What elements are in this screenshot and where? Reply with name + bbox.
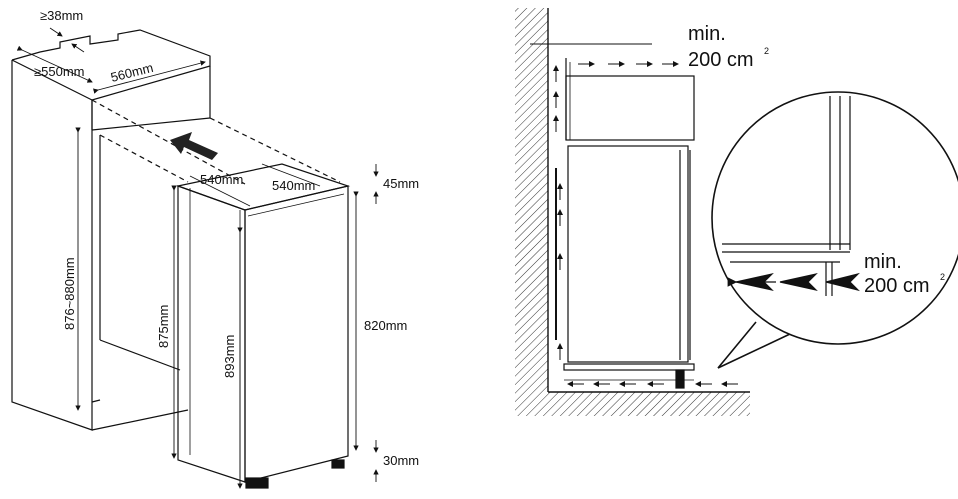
dim-side-820: 820mm	[364, 318, 407, 333]
niche-cabinet	[11, 29, 341, 431]
dim-inner-875: 875mm	[156, 305, 171, 348]
vent-top-label-min: min.	[688, 23, 726, 45]
vent-bottom-label-area: 200 cm	[864, 275, 930, 297]
dim-height-876-880: 876~880mm	[62, 257, 77, 330]
insert-arrow-icon	[170, 132, 218, 160]
vent-top-label-area: 200 cm	[688, 49, 754, 71]
dim-cabinet-540-a: 540mm	[200, 172, 243, 187]
dim-cabinet-540-b: 540mm	[272, 178, 315, 193]
dim-depth-550: ≥550mm	[34, 64, 84, 79]
dim-gap-38: ≥38mm	[40, 8, 83, 23]
appliance-body	[175, 163, 351, 489]
dim-door-893: 893mm	[222, 335, 237, 378]
vent-top-unit-sup: 2	[764, 46, 769, 56]
dim-top-45: 45mm	[383, 176, 419, 191]
side-view-appliance	[555, 58, 695, 389]
vent-bottom-label-min: min.	[864, 251, 902, 273]
wall-hatch	[515, 8, 750, 416]
airflow-arrows	[530, 43, 738, 387]
detail-content	[722, 96, 860, 296]
dim-bottom-30: 30mm	[383, 453, 419, 468]
dimension-lines	[16, 27, 379, 489]
detail-magnifier	[711, 91, 958, 369]
vent-bottom-unit-sup: 2	[940, 272, 945, 282]
